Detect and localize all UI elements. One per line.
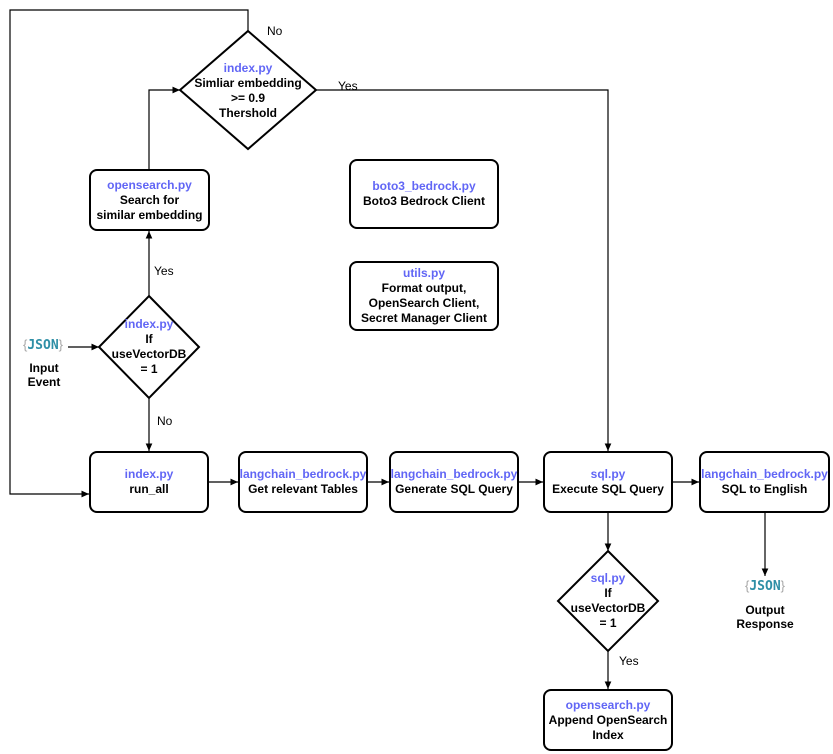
file-label: boto3_bedrock.py	[372, 179, 476, 193]
edge-yes-to-exec	[316, 89, 612, 451]
decision-vector-index: index.py If useVectorDB = 1	[104, 317, 194, 377]
node-line: useVectorDB	[111, 347, 187, 361]
edge-label-yes-append: Yes	[619, 654, 639, 668]
run-all-node: index.py run_all	[89, 451, 209, 513]
boto3-bedrock-node: boto3_bedrock.py Boto3 Bedrock Client	[349, 159, 499, 229]
node-line: Thershold	[218, 106, 277, 120]
node-line: = 1	[140, 362, 158, 376]
node-line: similar embedding	[96, 207, 203, 222]
node-line: SQL to English	[721, 482, 808, 496]
edge-label-yes-right: Yes	[338, 79, 358, 93]
node-line: Execute SQL Query	[552, 482, 664, 496]
file-label: sql.py	[590, 467, 626, 481]
file-label: langchain_bedrock.py	[239, 467, 367, 481]
file-label: index.py	[124, 317, 174, 331]
caption-line: Input	[29, 361, 59, 375]
file-label: opensearch.py	[565, 697, 651, 712]
node-line: Format output,	[381, 281, 467, 295]
node-line: >= 0.9	[230, 91, 266, 105]
output-response-caption: Output Response	[725, 603, 805, 631]
json-output-icon: {JSON}	[745, 578, 785, 594]
generate-sql-node: langchain_bedrock.py Generate SQL Query	[389, 451, 519, 513]
edge-no-loop	[9, 9, 249, 498]
node-line: If	[604, 586, 612, 600]
file-label: langchain_bedrock.py	[701, 467, 828, 481]
decision-similarity: index.py Simliar embedding >= 0.9 Thersh…	[180, 58, 316, 124]
decision-vector-sql: sql.py If useVectorDB = 1	[563, 571, 653, 631]
node-line: Simliar embedding	[194, 76, 302, 90]
edge-label-yes-search: Yes	[154, 264, 174, 278]
node-line: Get relevant Tables	[248, 482, 358, 496]
edge-label-no-top: No	[267, 24, 283, 38]
node-line: useVectorDB	[570, 601, 646, 615]
utils-node: utils.py Format output, OpenSearch Clien…	[349, 261, 499, 331]
caption-line: Response	[736, 617, 794, 631]
caption-line: Event	[27, 375, 61, 389]
node-line: Generate SQL Query	[395, 482, 513, 496]
caption-line: Output	[745, 603, 785, 617]
edge-search-to-decision	[148, 86, 180, 169]
input-event-caption: Input Event	[14, 361, 74, 389]
file-label: sql.py	[590, 571, 626, 585]
get-tables-node: langchain_bedrock.py Get relevant Tables	[238, 451, 368, 513]
node-line: If	[145, 332, 153, 346]
file-label: utils.py	[402, 266, 445, 280]
decision-similarity-shape	[178, 29, 318, 151]
sql-to-english-node: langchain_bedrock.py SQL to English	[699, 451, 830, 513]
file-label: opensearch.py	[107, 177, 192, 192]
file-label: langchain_bedrock.py	[390, 467, 518, 481]
node-line: = 1	[599, 616, 617, 630]
json-input-icon: {JSON}	[23, 337, 63, 353]
json-badge: JSON	[27, 338, 59, 353]
node-line: Index	[592, 727, 624, 742]
node-line: Search for	[119, 192, 180, 207]
file-label: index.py	[223, 61, 273, 75]
node-line: Append OpenSearch	[548, 712, 668, 727]
node-line: OpenSearch Client,	[368, 296, 480, 310]
execute-sql-node: sql.py Execute SQL Query	[543, 451, 673, 513]
append-index-node: opensearch.py Append OpenSearch Index	[543, 689, 673, 751]
file-label: index.py	[124, 467, 174, 481]
edge-label-no-down: No	[157, 414, 173, 428]
opensearch-search-node: opensearch.py Search for similar embeddi…	[89, 169, 210, 231]
node-line: Secret Manager Client	[360, 311, 488, 325]
json-badge: JSON	[749, 579, 781, 594]
node-line: Boto3 Bedrock Client	[362, 194, 485, 208]
node-line: run_all	[129, 482, 169, 496]
